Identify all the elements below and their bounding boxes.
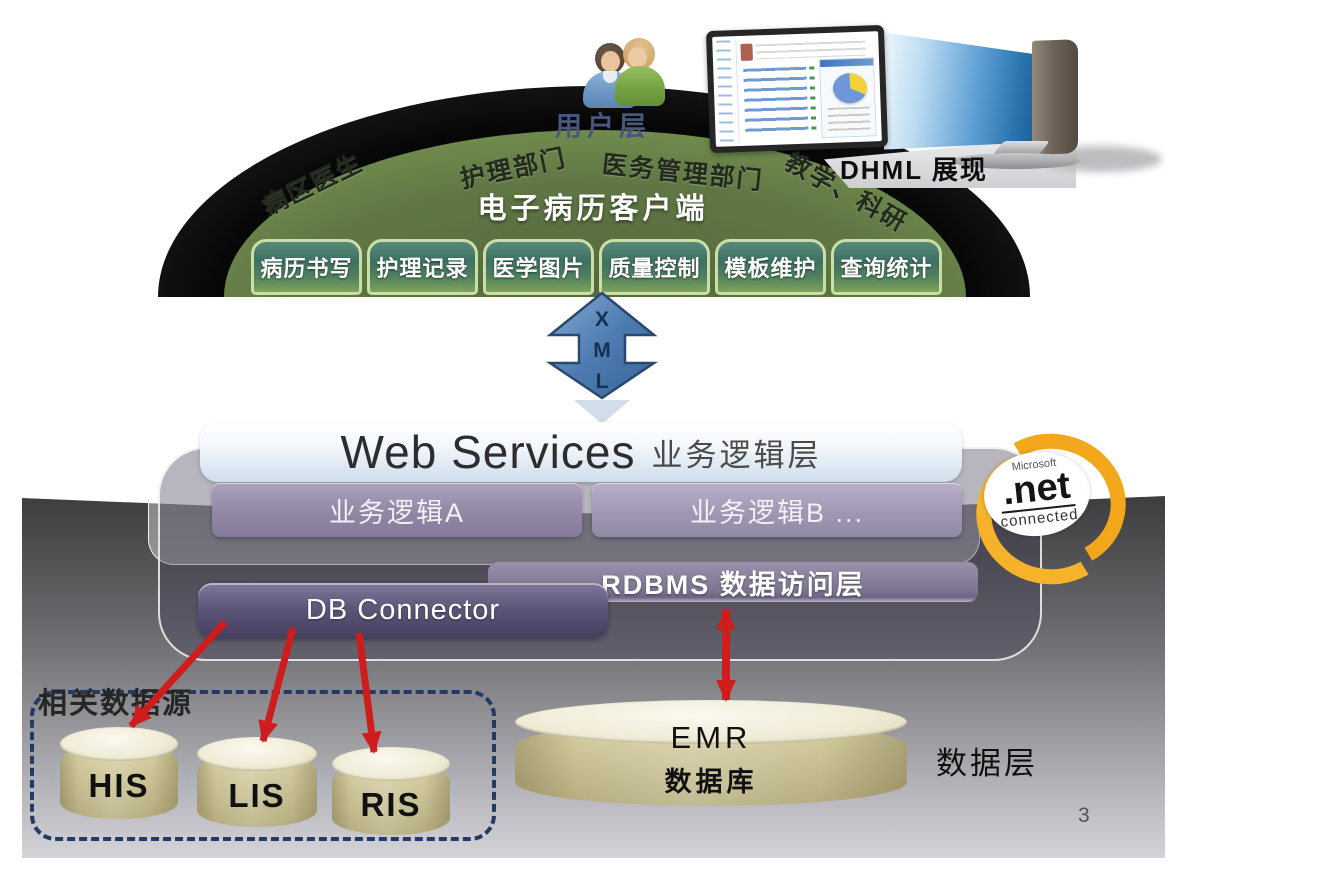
dhml-display-label: DHML 展现 — [840, 155, 988, 185]
ris-label: RIS — [360, 785, 422, 823]
his-label: HIS — [88, 767, 150, 805]
his-cylinder-top — [60, 727, 178, 761]
xml-letter-l: L — [595, 370, 609, 393]
report-title-bar — [820, 58, 874, 68]
module-query-statistics-button: 查询统计 — [831, 239, 942, 295]
users-icon — [583, 38, 667, 108]
xml-letter-x: X — [594, 308, 610, 331]
lis-database-cylinder: LIS — [197, 737, 317, 827]
lis-cylinder-top — [197, 737, 317, 771]
module-quality-control-button: 质量控制 — [599, 239, 710, 295]
ris-database-cylinder: RIS — [332, 747, 450, 835]
emr-database-cylinder: EMR 数据库 — [515, 700, 907, 806]
monitor-projection-beam — [884, 32, 1036, 150]
page-number: 3 — [1078, 804, 1090, 827]
lis-label: LIS — [228, 776, 286, 814]
browser-page-mock — [712, 31, 882, 147]
module-template-maintenance-button: 模板维护 — [715, 239, 826, 295]
pie-chart-icon — [832, 72, 868, 104]
man-face-icon — [601, 51, 620, 72]
module-nursing-record-button: 护理记录 — [367, 239, 478, 295]
emr-database-label: 数据库 — [664, 767, 758, 797]
logic-layer-title-zh: 业务逻辑层 — [651, 437, 822, 473]
browser-link-list — [743, 66, 809, 138]
emr-client-title: 电子病历客户端 — [477, 193, 709, 225]
ris-cylinder-top — [332, 747, 450, 781]
web-services-title: Web Services — [340, 426, 636, 478]
client-module-row: 病历书写 护理记录 医学图片 质量控制 模板维护 查询统计 — [251, 239, 942, 295]
business-logic-b-bar: 业务逻辑B ... — [592, 483, 962, 537]
module-record-writing-button: 病历书写 — [251, 239, 362, 295]
his-database-cylinder: HIS — [60, 727, 178, 819]
browser-report-panel — [819, 57, 878, 139]
report-text-lines — [827, 106, 871, 132]
module-medical-image-button: 医学图片 — [483, 239, 594, 295]
browser-check-marks — [809, 66, 817, 135]
web-services-bar: Web Services 业务逻辑层 — [200, 422, 962, 482]
business-logic-a-bar: 业务逻辑A — [212, 483, 582, 537]
monitor-frame-side — [1032, 39, 1078, 155]
browser-header-lines — [755, 40, 866, 60]
xml-letter-m: M — [593, 339, 611, 362]
browser-sidebar-lines — [715, 40, 741, 143]
woman-face-icon — [628, 47, 647, 68]
db-connector-bar: DB Connector — [198, 583, 608, 638]
user-layer-label: 用户层 — [555, 111, 651, 142]
data-layer-label: 数据层 — [936, 746, 1038, 781]
browser-avatar-thumb — [740, 43, 753, 62]
related-sources-label: 相关数据源 — [38, 688, 194, 720]
emr-label: EMR — [670, 720, 752, 755]
monitor-icon — [705, 24, 889, 154]
woman-body-icon — [615, 66, 665, 106]
dotnet-connected-logo: Microsoft .net connected — [961, 418, 1141, 600]
